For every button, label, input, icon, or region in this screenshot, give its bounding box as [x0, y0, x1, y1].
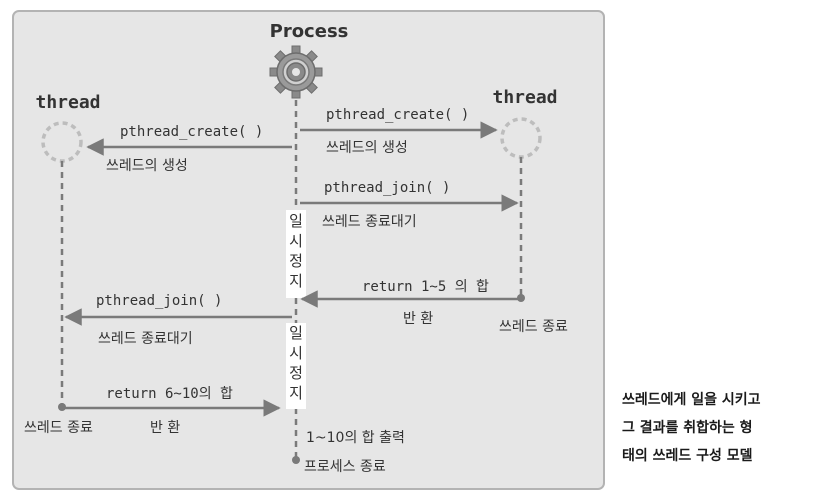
pause2-box	[286, 323, 306, 409]
caption-line: 태의 쓰레드 구성 모델	[622, 448, 753, 464]
pause1-char: 지	[289, 272, 303, 290]
pause1-box	[286, 210, 306, 298]
left-thread-end: 쓰레드 종료	[24, 420, 93, 436]
gear-icon	[269, 45, 323, 99]
caption-line: 그 결과를 취합하는 형	[622, 420, 753, 436]
join-right-desc: 쓰레드 종료대기	[322, 214, 417, 230]
pause2-text: 일 시 정 지	[289, 324, 303, 402]
join-right-fn: pthread_join( )	[324, 180, 450, 196]
process-label: Process	[270, 21, 349, 42]
join-left-desc: 쓰레드 종료대기	[98, 331, 193, 347]
return-left-desc: 반 환	[150, 420, 180, 436]
pause1-char: 정	[289, 252, 303, 270]
create-left-fn: pthread_create( )	[120, 124, 263, 140]
pause2-char: 시	[289, 344, 303, 362]
return-left-label: return 6~10의 합	[106, 386, 233, 402]
caption-line: 쓰레드에게 일을 시키고	[622, 392, 761, 408]
pause2-char: 일	[289, 324, 303, 342]
create-right-fn: pthread_create( )	[326, 107, 469, 123]
right-thread-end: 쓰레드 종료	[499, 319, 568, 335]
pause2-char: 지	[289, 384, 303, 402]
process-end-dot	[292, 456, 300, 464]
pause1-char: 시	[289, 232, 303, 250]
sum-output: 1~10의 합 출력	[306, 430, 405, 446]
thread-right-label: thread	[492, 87, 557, 108]
return-right-label: return 1~5 의 합	[362, 279, 489, 295]
create-right-desc: 쓰레드의 생성	[326, 140, 408, 156]
pause2-char: 정	[289, 364, 303, 382]
create-left-desc: 쓰레드의 생성	[106, 158, 188, 174]
pause1-text: 일 시 정 지	[289, 212, 303, 290]
return-right-desc: 반 환	[403, 311, 433, 327]
thread-left-label: thread	[35, 92, 100, 113]
join-left-fn: pthread_join( )	[96, 293, 222, 309]
pause1-char: 일	[289, 212, 303, 230]
caption: 쓰레드에게 일을 시키고 그 결과를 취합하는 형 태의 쓰레드 구성 모델	[622, 386, 812, 470]
process-end: 프로세스 종료	[304, 459, 386, 475]
